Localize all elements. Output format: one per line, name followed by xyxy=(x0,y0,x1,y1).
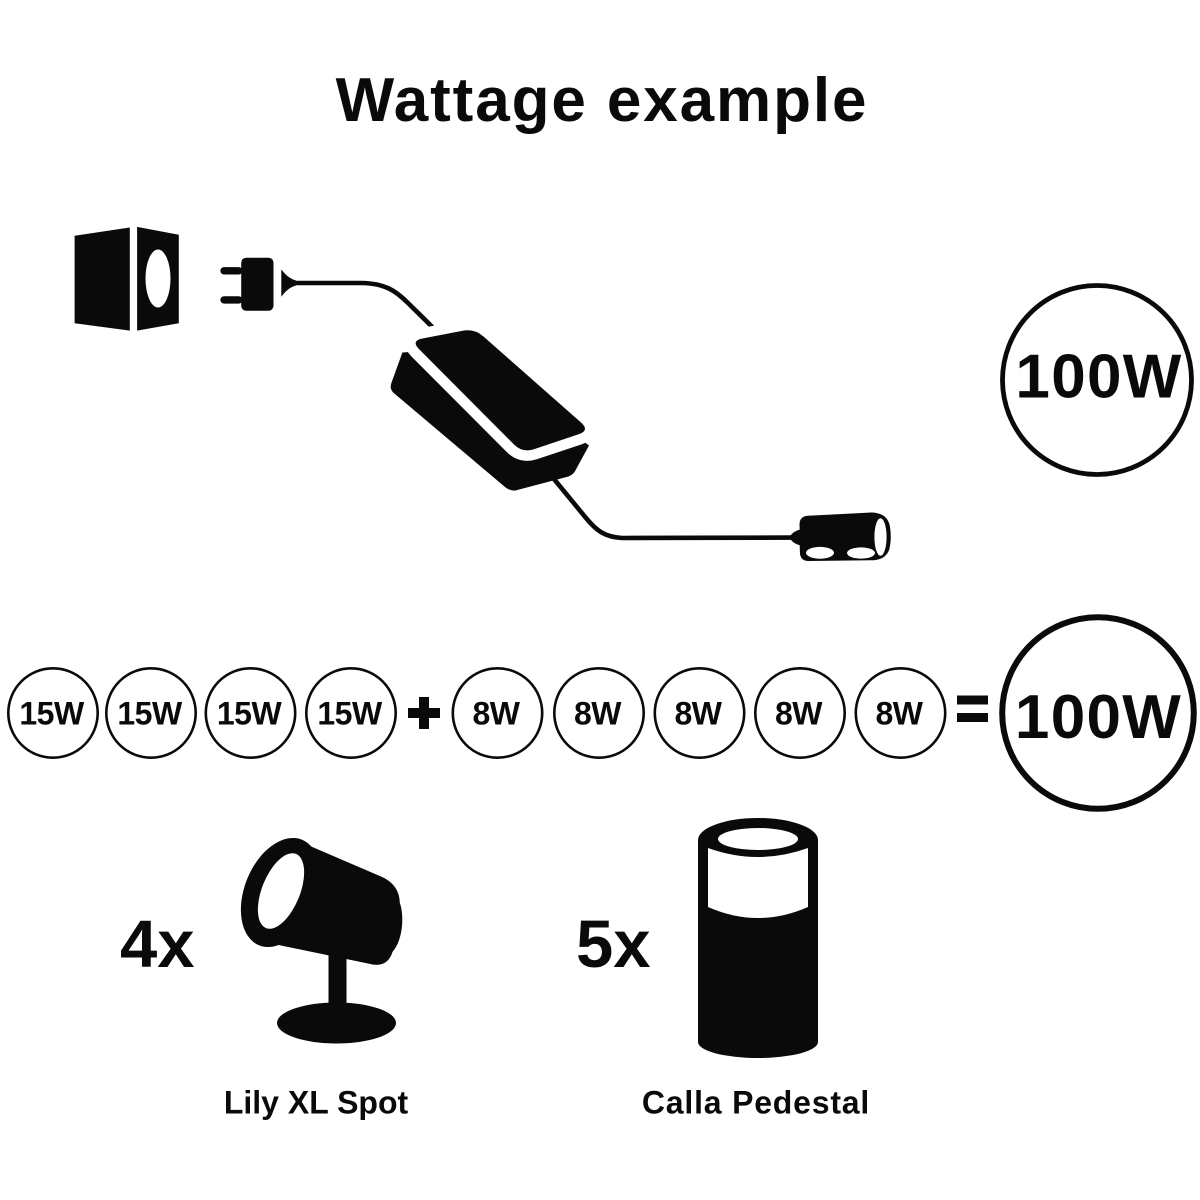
svg-text:100W: 100W xyxy=(1015,683,1182,752)
svg-text:15W: 15W xyxy=(217,696,283,732)
svg-text:8W: 8W xyxy=(473,696,521,732)
svg-text:8W: 8W xyxy=(775,696,823,732)
svg-text:15W: 15W xyxy=(19,696,85,732)
svg-text:Lily XL Spot: Lily XL Spot xyxy=(224,1085,409,1121)
svg-text:15W: 15W xyxy=(117,696,183,732)
svg-text:8W: 8W xyxy=(675,696,723,732)
svg-text:8W: 8W xyxy=(574,696,622,732)
svg-text:100W: 100W xyxy=(1015,343,1182,412)
svg-text:15W: 15W xyxy=(317,696,383,732)
svg-text:5x: 5x xyxy=(576,907,651,982)
svg-text:4x: 4x xyxy=(120,907,195,982)
svg-text:Wattage example: Wattage example xyxy=(336,66,869,135)
svg-text:Calla Pedestal: Calla Pedestal xyxy=(642,1085,870,1121)
svg-text:8W: 8W xyxy=(876,696,924,732)
